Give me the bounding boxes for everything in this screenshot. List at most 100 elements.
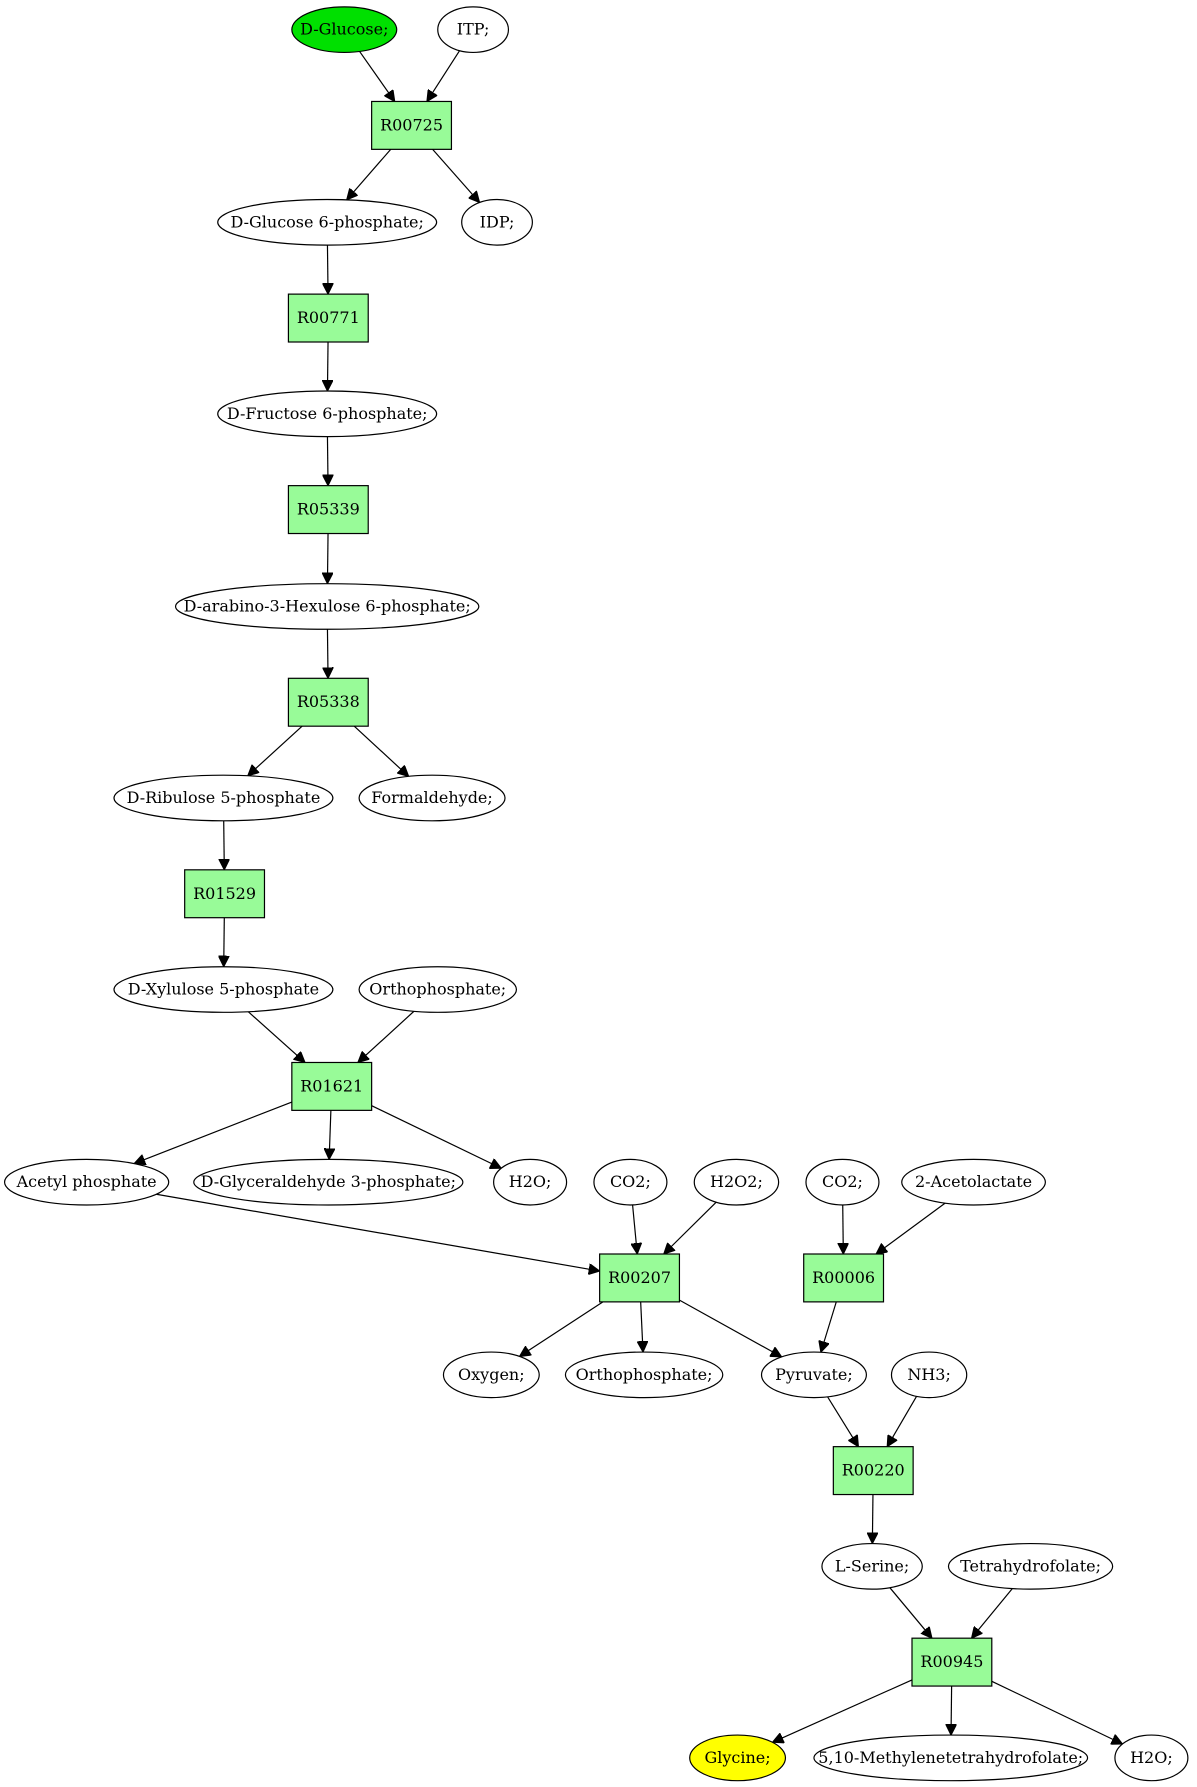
compound-node-acetolac[interactable]: 2-Acetolactate — [901, 1158, 1046, 1206]
compound-ellipse — [193, 1158, 464, 1206]
compound-node-gap[interactable]: D-Glyceraldehyde 3-phosphate; — [193, 1158, 464, 1206]
compound-ellipse — [901, 1158, 1046, 1206]
compound-label: Orthophosphate; — [576, 1365, 713, 1384]
compound-label: H2O; — [509, 1172, 552, 1191]
compound-node-formald[interactable]: Formaldehyde; — [358, 774, 506, 822]
reaction-label: R00207 — [608, 1268, 671, 1287]
reaction-label: R00725 — [380, 115, 443, 134]
compound-ellipse — [947, 1542, 1114, 1590]
compound-node-idp[interactable]: IDP; — [461, 198, 533, 246]
compound-ellipse — [821, 1542, 923, 1590]
compound-label: Pyruvate; — [775, 1365, 853, 1384]
edge-r-05338-to-c-ru5p — [248, 725, 303, 776]
compound-node-h2o2b[interactable]: H2O; — [1114, 1734, 1189, 1782]
compound-node-oxygen[interactable]: Oxygen; — [442, 1351, 540, 1399]
compound-label: Tetrahydrofolate; — [960, 1556, 1101, 1575]
reaction-label: R05338 — [297, 692, 360, 711]
compound-node-ru5p[interactable]: D-Ribulose 5-phosphate — [113, 774, 334, 822]
reaction-node-r00725[interactable]: R00725 — [371, 100, 453, 150]
edge-r-01621-to-c-h2o1 — [371, 1105, 502, 1169]
edge-r-00945-to-c-mthf — [951, 1686, 952, 1735]
reaction-box — [287, 485, 369, 535]
compound-label: L-Serine; — [835, 1556, 909, 1575]
compound-node-g6p[interactable]: D-Glucose 6-phosphate; — [217, 198, 438, 246]
edge-c-f6p-to-r-05339 — [327, 436, 328, 486]
compound-node-hex6p[interactable]: D-arabino-3-Hexulose 6-phosphate; — [174, 583, 480, 630]
compound-ellipse — [3, 1158, 170, 1206]
compound-node-pi2[interactable]: Orthophosphate; — [564, 1351, 724, 1399]
edge-r-00006-to-c-pyr — [821, 1301, 837, 1352]
compound-ellipse — [813, 1734, 1089, 1782]
reaction-node-r00207[interactable]: R00207 — [599, 1253, 681, 1303]
reaction-node-r05339[interactable]: R05339 — [287, 485, 369, 535]
edge-c-co2a-to-r-00207 — [633, 1204, 638, 1254]
edge-c-itp-to-r-00725 — [427, 50, 461, 102]
compound-node-gly[interactable]: Glycine; — [689, 1734, 787, 1782]
edge-r-00725-to-c-idp — [432, 148, 480, 202]
edge-r-00771-to-c-f6p — [327, 341, 328, 391]
reaction-node-r01621[interactable]: R01621 — [291, 1061, 373, 1111]
compound-node-co2a[interactable]: CO2; — [593, 1158, 668, 1206]
compound-label: IDP; — [480, 212, 515, 231]
compound-label: ITP; — [457, 20, 490, 39]
compound-node-thf[interactable]: Tetrahydrofolate; — [947, 1542, 1114, 1590]
compound-ellipse — [437, 6, 510, 54]
compound-node-h2o2[interactable]: H2O2; — [693, 1158, 780, 1206]
compound-node-mthf[interactable]: 5,10-Methylenetetrahydrofolate; — [813, 1734, 1089, 1782]
compound-label: D-Glucose; — [300, 20, 388, 39]
compound-node-pi1[interactable]: Orthophosphate; — [358, 966, 518, 1013]
reaction-box — [803, 1253, 885, 1303]
compound-node-nh3[interactable]: NH3; — [890, 1351, 968, 1399]
compound-node-acp[interactable]: Acetyl phosphate — [3, 1158, 170, 1206]
compound-node-pyr[interactable]: Pyruvate; — [760, 1351, 868, 1399]
edge-r-01621-to-c-gap — [329, 1110, 331, 1159]
edge-c-acp-to-r-00207 — [156, 1193, 599, 1271]
reaction-label: R05339 — [297, 500, 360, 519]
reaction-node-r00220[interactable]: R00220 — [832, 1446, 914, 1496]
reaction-box — [184, 869, 266, 919]
compound-label: CO2; — [822, 1172, 863, 1191]
compound-node-f6p[interactable]: D-Fructose 6-phosphate; — [217, 390, 438, 438]
compound-node-glucose[interactable]: D-Glucose; — [291, 6, 398, 54]
compound-node-ser[interactable]: L-Serine; — [821, 1542, 923, 1590]
compound-ellipse — [358, 966, 518, 1013]
compound-label: 2-Acetolactate — [915, 1172, 1032, 1191]
reaction-node-r01529[interactable]: R01529 — [184, 869, 266, 919]
reaction-node-r00945[interactable]: R00945 — [911, 1637, 993, 1687]
compound-label: D-Glyceraldehyde 3-phosphate; — [201, 1172, 456, 1191]
edge-c-g6p-to-r-00771 — [327, 245, 328, 294]
compound-node-co2b[interactable]: CO2; — [805, 1158, 880, 1206]
reaction-node-r05338[interactable]: R05338 — [287, 677, 369, 727]
reaction-label: R00771 — [297, 308, 360, 327]
reaction-box — [371, 100, 453, 150]
edge-c-ru5p-to-r-01529 — [224, 820, 225, 870]
reaction-node-r00006[interactable]: R00006 — [803, 1253, 885, 1303]
compound-label: Formaldehyde; — [371, 788, 493, 807]
compound-node-itp[interactable]: ITP; — [437, 6, 510, 54]
edge-c-pi1-to-r-01621 — [358, 1010, 415, 1062]
compound-ellipse — [805, 1158, 880, 1206]
reaction-label: R00945 — [920, 1652, 983, 1671]
edge-c-xu5p-to-r-01621 — [247, 1011, 305, 1063]
edge-c-acetolac-to-r-00006 — [876, 1202, 946, 1254]
reaction-label: R00220 — [842, 1461, 905, 1480]
edge-r-00945-to-c-h2o2b — [991, 1680, 1123, 1744]
compound-node-xu5p[interactable]: D-Xylulose 5-phosphate — [113, 966, 334, 1013]
compound-ellipse — [113, 966, 334, 1013]
compound-node-h2o1[interactable]: H2O; — [493, 1158, 568, 1206]
compound-ellipse — [442, 1351, 540, 1399]
compound-label: Glycine; — [704, 1748, 770, 1767]
compound-label: NH3; — [907, 1365, 951, 1384]
edge-r-01529-to-c-xu5p — [224, 917, 225, 967]
reaction-box — [599, 1253, 681, 1303]
compound-ellipse — [760, 1351, 868, 1399]
compound-ellipse — [461, 198, 533, 246]
edge-r-00725-to-c-g6p — [347, 148, 392, 200]
reaction-node-r00771[interactable]: R00771 — [287, 293, 369, 343]
compound-ellipse — [689, 1734, 787, 1782]
edge-c-pyr-to-r-00220 — [827, 1396, 859, 1447]
edge-r-00207-to-c-pi2 — [641, 1301, 643, 1352]
edges-layer — [134, 50, 1123, 1744]
compound-label: CO2; — [610, 1172, 651, 1191]
